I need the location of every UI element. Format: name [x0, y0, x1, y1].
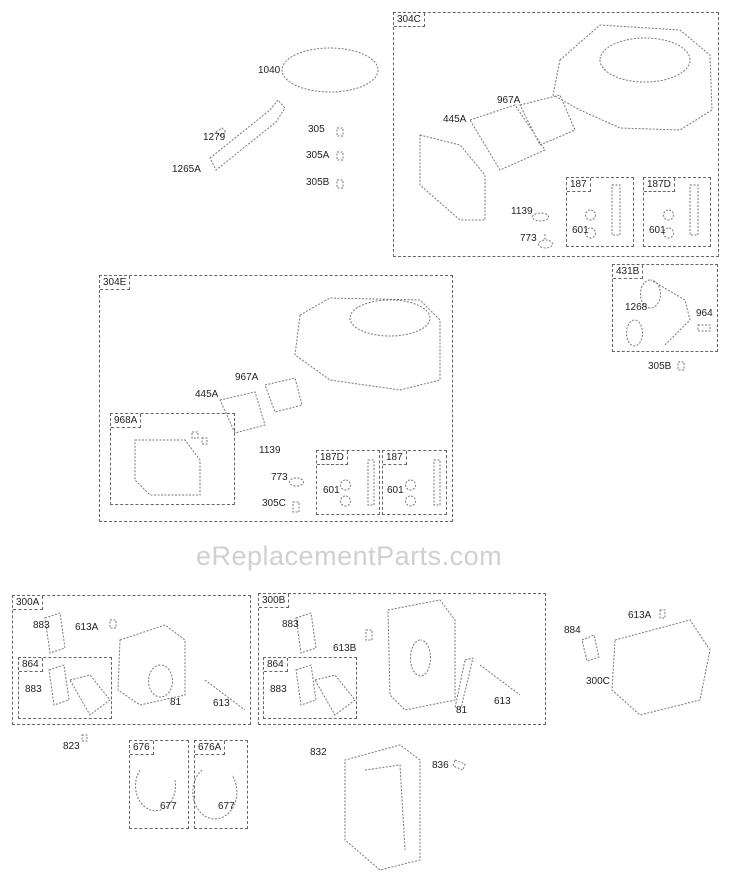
part-label-305b: 305B — [306, 177, 330, 188]
muffler-guard-bracket-drawing — [344, 744, 421, 871]
part-label-677: 677 — [218, 801, 235, 812]
screw-drawing — [677, 361, 685, 371]
kit-187d-box: 187D — [643, 177, 711, 247]
part-label-305b: 305B — [648, 361, 672, 372]
part-label-967a: 967A — [497, 95, 521, 106]
kit-tag: 187 — [567, 178, 591, 192]
part-label-305c: 305C — [262, 498, 286, 509]
kit-187d-box: 187D — [316, 450, 380, 515]
small-parts-drawing — [532, 212, 553, 249]
part-label-601: 601 — [323, 485, 340, 496]
part-label-1040: 1040 — [258, 65, 281, 76]
part-label-1268: 1268 — [625, 302, 648, 313]
part-label-81: 81 — [170, 697, 182, 708]
part-label-445a: 445A — [443, 114, 467, 125]
kit-676a-box: 676A — [194, 740, 248, 829]
part-label-964: 964 — [696, 308, 713, 319]
part-label-677: 677 — [160, 801, 177, 812]
part-label-1279: 1279 — [203, 132, 226, 143]
kit-968a-box: 968A — [110, 413, 235, 505]
watermark: eReplacementParts.com — [196, 541, 503, 571]
bolt-drawing — [365, 629, 521, 709]
breather-tube-drawing — [585, 184, 699, 239]
muffler-drawing — [117, 624, 186, 706]
air-cleaner-cover-drawing — [419, 134, 486, 221]
part-label-884: 884 — [564, 625, 581, 636]
kit-tag: 187D — [644, 178, 675, 192]
part-label-967a: 967A — [235, 372, 259, 383]
air-filter-drawing — [219, 377, 303, 434]
kit-300b-box: 300B — [258, 593, 546, 725]
kit-tag: 864 — [264, 658, 288, 672]
muffler-guard-drawing — [581, 609, 711, 716]
kit-864-box: 864 — [263, 657, 357, 719]
air-filter-drawing — [469, 94, 576, 171]
kit-187-box: 187 — [566, 177, 634, 247]
muffler-drawing — [387, 599, 456, 711]
part-label-81: 81 — [456, 705, 468, 716]
part-label-883: 883 — [33, 620, 50, 631]
kit-304c-box: 304C — [393, 12, 719, 257]
part-label-601: 601 — [387, 485, 404, 496]
kit-tag: 300A — [13, 596, 44, 610]
kit-tag: 187D — [317, 451, 348, 465]
gasket-ring-drawing — [281, 47, 379, 93]
kit-187-box: 187 — [382, 450, 447, 515]
part-label-613: 613 — [213, 698, 230, 709]
part-label-445a: 445A — [195, 389, 219, 400]
gasket-drawing — [295, 612, 356, 716]
part-label-601: 601 — [572, 225, 589, 236]
part-label-613a: 613A — [75, 622, 99, 633]
screw-drawing — [81, 734, 88, 742]
elbow-drawing — [626, 279, 711, 347]
part-label-773: 773 — [271, 472, 288, 483]
part-label-773: 773 — [520, 233, 537, 244]
kit-tag: 676A — [195, 741, 226, 755]
kit-304e-box: 304E — [99, 275, 453, 522]
kit-676-box: 676 — [129, 740, 189, 829]
part-label-613b: 613B — [333, 643, 357, 654]
kit-431b-box: 431B — [612, 264, 718, 352]
deflector-drawing — [135, 769, 238, 820]
blower-housing-drawing — [552, 24, 713, 131]
part-label-832: 832 — [310, 747, 327, 758]
kit-tag: 304E — [100, 276, 131, 290]
screw-drawing — [215, 127, 344, 189]
kit-864-box: 864 — [18, 657, 112, 719]
bracket-drawing — [209, 99, 286, 171]
part-label-300c: 300C — [586, 676, 610, 687]
part-label-613: 613 — [494, 696, 511, 707]
breather-tube-drawing — [340, 459, 441, 507]
part-label-823: 823 — [63, 741, 80, 752]
gasket-drawing — [44, 612, 111, 716]
blower-housing-drawing — [294, 297, 441, 391]
part-label-883: 883 — [282, 619, 299, 630]
part-label-883: 883 — [25, 684, 42, 695]
part-label-601: 601 — [649, 225, 666, 236]
part-label-305: 305 — [308, 124, 325, 135]
part-label-836: 836 — [432, 760, 449, 771]
part-label-1139: 1139 — [511, 206, 533, 217]
screw-drawing — [452, 759, 466, 771]
kit-tag: 187 — [383, 451, 407, 465]
small-parts-drawing — [289, 477, 304, 513]
kit-tag: 431B — [613, 265, 644, 279]
air-cleaner-cover-drawing — [134, 431, 208, 496]
part-label-1139: 1139 — [259, 445, 281, 456]
kit-tag: 968A — [111, 414, 142, 428]
kit-tag: 304C — [394, 13, 425, 27]
kit-300a-box: 300A — [12, 595, 251, 725]
kit-tag: 676 — [130, 741, 154, 755]
bolt-drawing — [109, 619, 246, 711]
part-label-1265a: 1265A — [172, 164, 201, 175]
kit-tag: 300B — [259, 594, 290, 608]
part-label-883: 883 — [270, 684, 287, 695]
part-label-613a: 613A — [628, 610, 652, 621]
kit-tag: 864 — [19, 658, 43, 672]
part-label-305a: 305A — [306, 150, 330, 161]
